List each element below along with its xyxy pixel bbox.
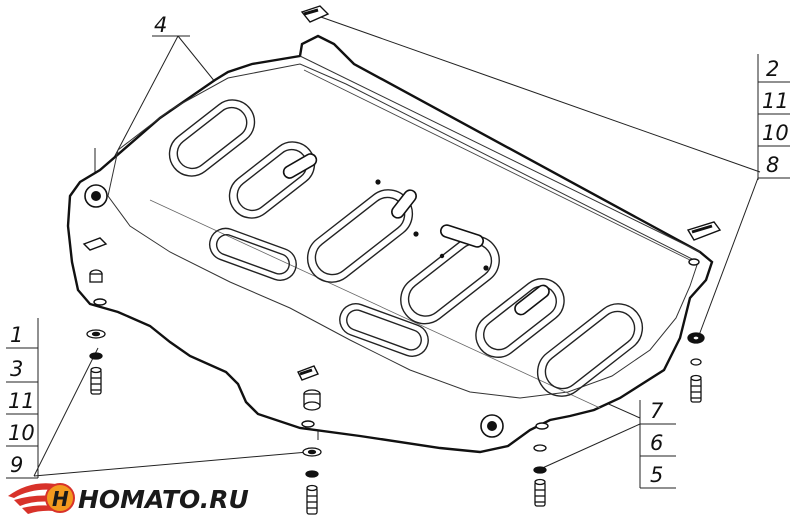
plate-inner-panel [107, 63, 699, 399]
leader-right-bottom [697, 177, 759, 339]
callout-stack-right: 2 11 10 8 [757, 54, 790, 180]
logo-text: HOMATO.RU [78, 485, 249, 514]
fasteners-right [687, 332, 705, 403]
rear-flange [299, 55, 701, 253]
callout-4: 4 [154, 13, 167, 37]
bracket-center [297, 365, 319, 381]
svg-text:H: H [52, 487, 69, 511]
callout-right-2: 11 [762, 89, 789, 113]
callout-stack-left: 1 3 11 10 9 [6, 318, 39, 479]
brackets [82, 5, 722, 381]
stamped-ribs [168, 99, 644, 397]
leader-left-a [33, 347, 99, 477]
callout-left-2: 3 [10, 357, 23, 381]
callout-left-1: 1 [10, 323, 23, 347]
callout-bottom-right-3: 5 [650, 463, 663, 487]
leader-6-5 [537, 423, 641, 471]
callout-left-3: 11 [8, 389, 35, 413]
holes [375, 179, 489, 271]
callout-bottom-right-2: 6 [650, 431, 663, 455]
callout-bottom-right-1: 7 [650, 399, 664, 423]
bracket-right [686, 221, 722, 241]
leader-right-top [317, 15, 761, 173]
mount-left-top [84, 184, 108, 208]
leader-left-b [33, 451, 309, 477]
bracket-left [82, 237, 108, 251]
callout-right-1: 2 [766, 57, 779, 81]
fasteners-left [86, 269, 106, 395]
callout-left-4: 10 [8, 421, 35, 445]
callout-left-5: 9 [10, 453, 23, 477]
callout-right-3: 10 [762, 121, 789, 145]
fasteners-bottom-right [533, 444, 547, 507]
callout-stack-bottom-right: 7 6 5 [639, 399, 676, 489]
bracket-top [300, 5, 330, 23]
skid-plate [66, 34, 714, 454]
callout-right-4: 8 [766, 153, 779, 177]
logo-wing-icon: H [8, 483, 75, 514]
fasteners-center [302, 389, 322, 515]
slots [282, 153, 550, 316]
homato-logo: H HOMATO.RU [8, 483, 249, 514]
mount-bottom-center [480, 414, 504, 438]
rear-flange-lip [303, 69, 695, 263]
plate-outline [66, 34, 714, 454]
